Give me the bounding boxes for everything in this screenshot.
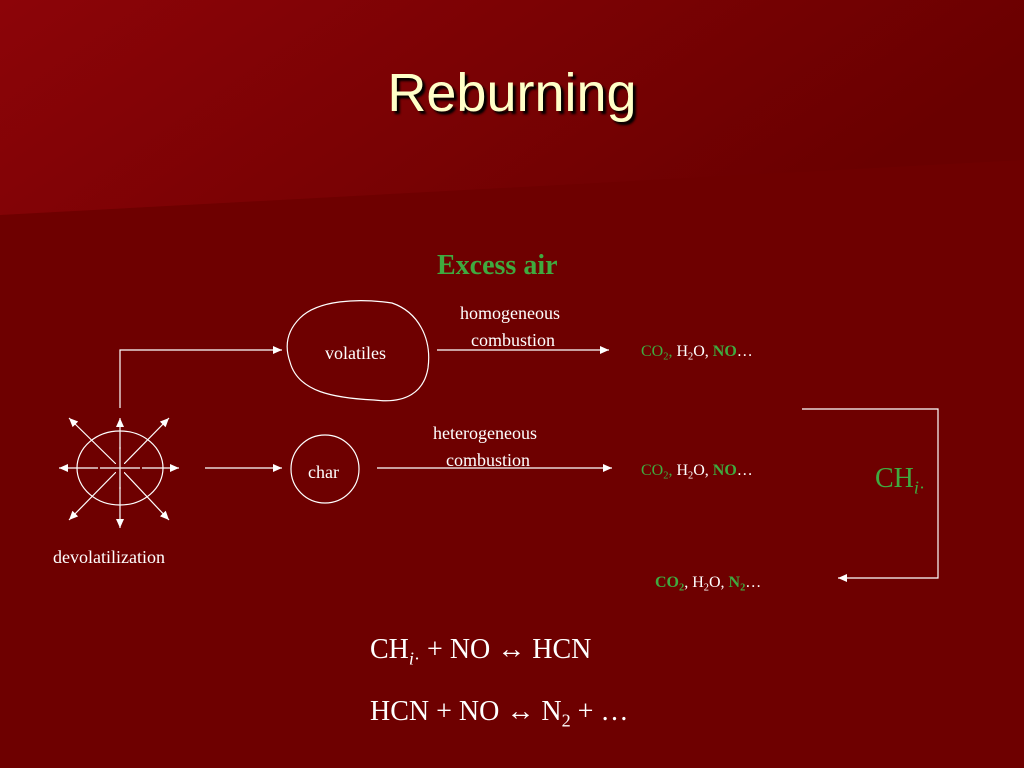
char-label: char (308, 462, 339, 482)
arrow-to-volatiles (119, 346, 282, 408)
burst-arrow-upleft (68, 417, 121, 469)
equation-1: CHi· + NO ↔ HCN (370, 634, 592, 669)
reburn-bracket-arrow (802, 408, 939, 582)
co2-formula: CO2, (641, 462, 673, 482)
volatiles-label: volatiles (325, 343, 386, 363)
chi-radical-label: CHi· (875, 463, 926, 498)
no-formula: NO (712, 343, 737, 360)
equation-2: HCN + NO ↔ N2 + … (370, 696, 629, 731)
products-homogeneous: CO2, H2O, NO… (641, 343, 753, 363)
char-circle (290, 434, 360, 504)
h2o-formula: H2O, (692, 574, 725, 594)
combustion-label-1: combustion (471, 330, 555, 350)
slide-title: Reburning (387, 63, 637, 123)
co2-formula: CO2, (641, 343, 673, 363)
excess-air-label: Excess air (437, 250, 558, 281)
no-formula: NO (712, 462, 737, 479)
heterogeneous-label: heterogeneous (433, 423, 537, 443)
homogeneous-label: homogeneous (460, 303, 560, 323)
combustion-label-2: combustion (446, 450, 530, 470)
h2o-formula: H2O, (676, 462, 709, 482)
burst-arrow-downleft (68, 467, 121, 521)
h2o-formula: H2O, (676, 343, 709, 363)
volatiles-blob (286, 300, 430, 402)
burst-arrow-upright (119, 417, 170, 469)
products-reburn: CO2, H2O, N2… (655, 574, 762, 594)
co2-formula: CO2 (655, 574, 685, 594)
products-heterogeneous: CO2, H2O, NO… (641, 462, 753, 482)
n2-formula: N2 (728, 574, 746, 594)
devolatilization-label: devolatilization (53, 547, 165, 567)
burst-arrow-downright (119, 467, 170, 521)
